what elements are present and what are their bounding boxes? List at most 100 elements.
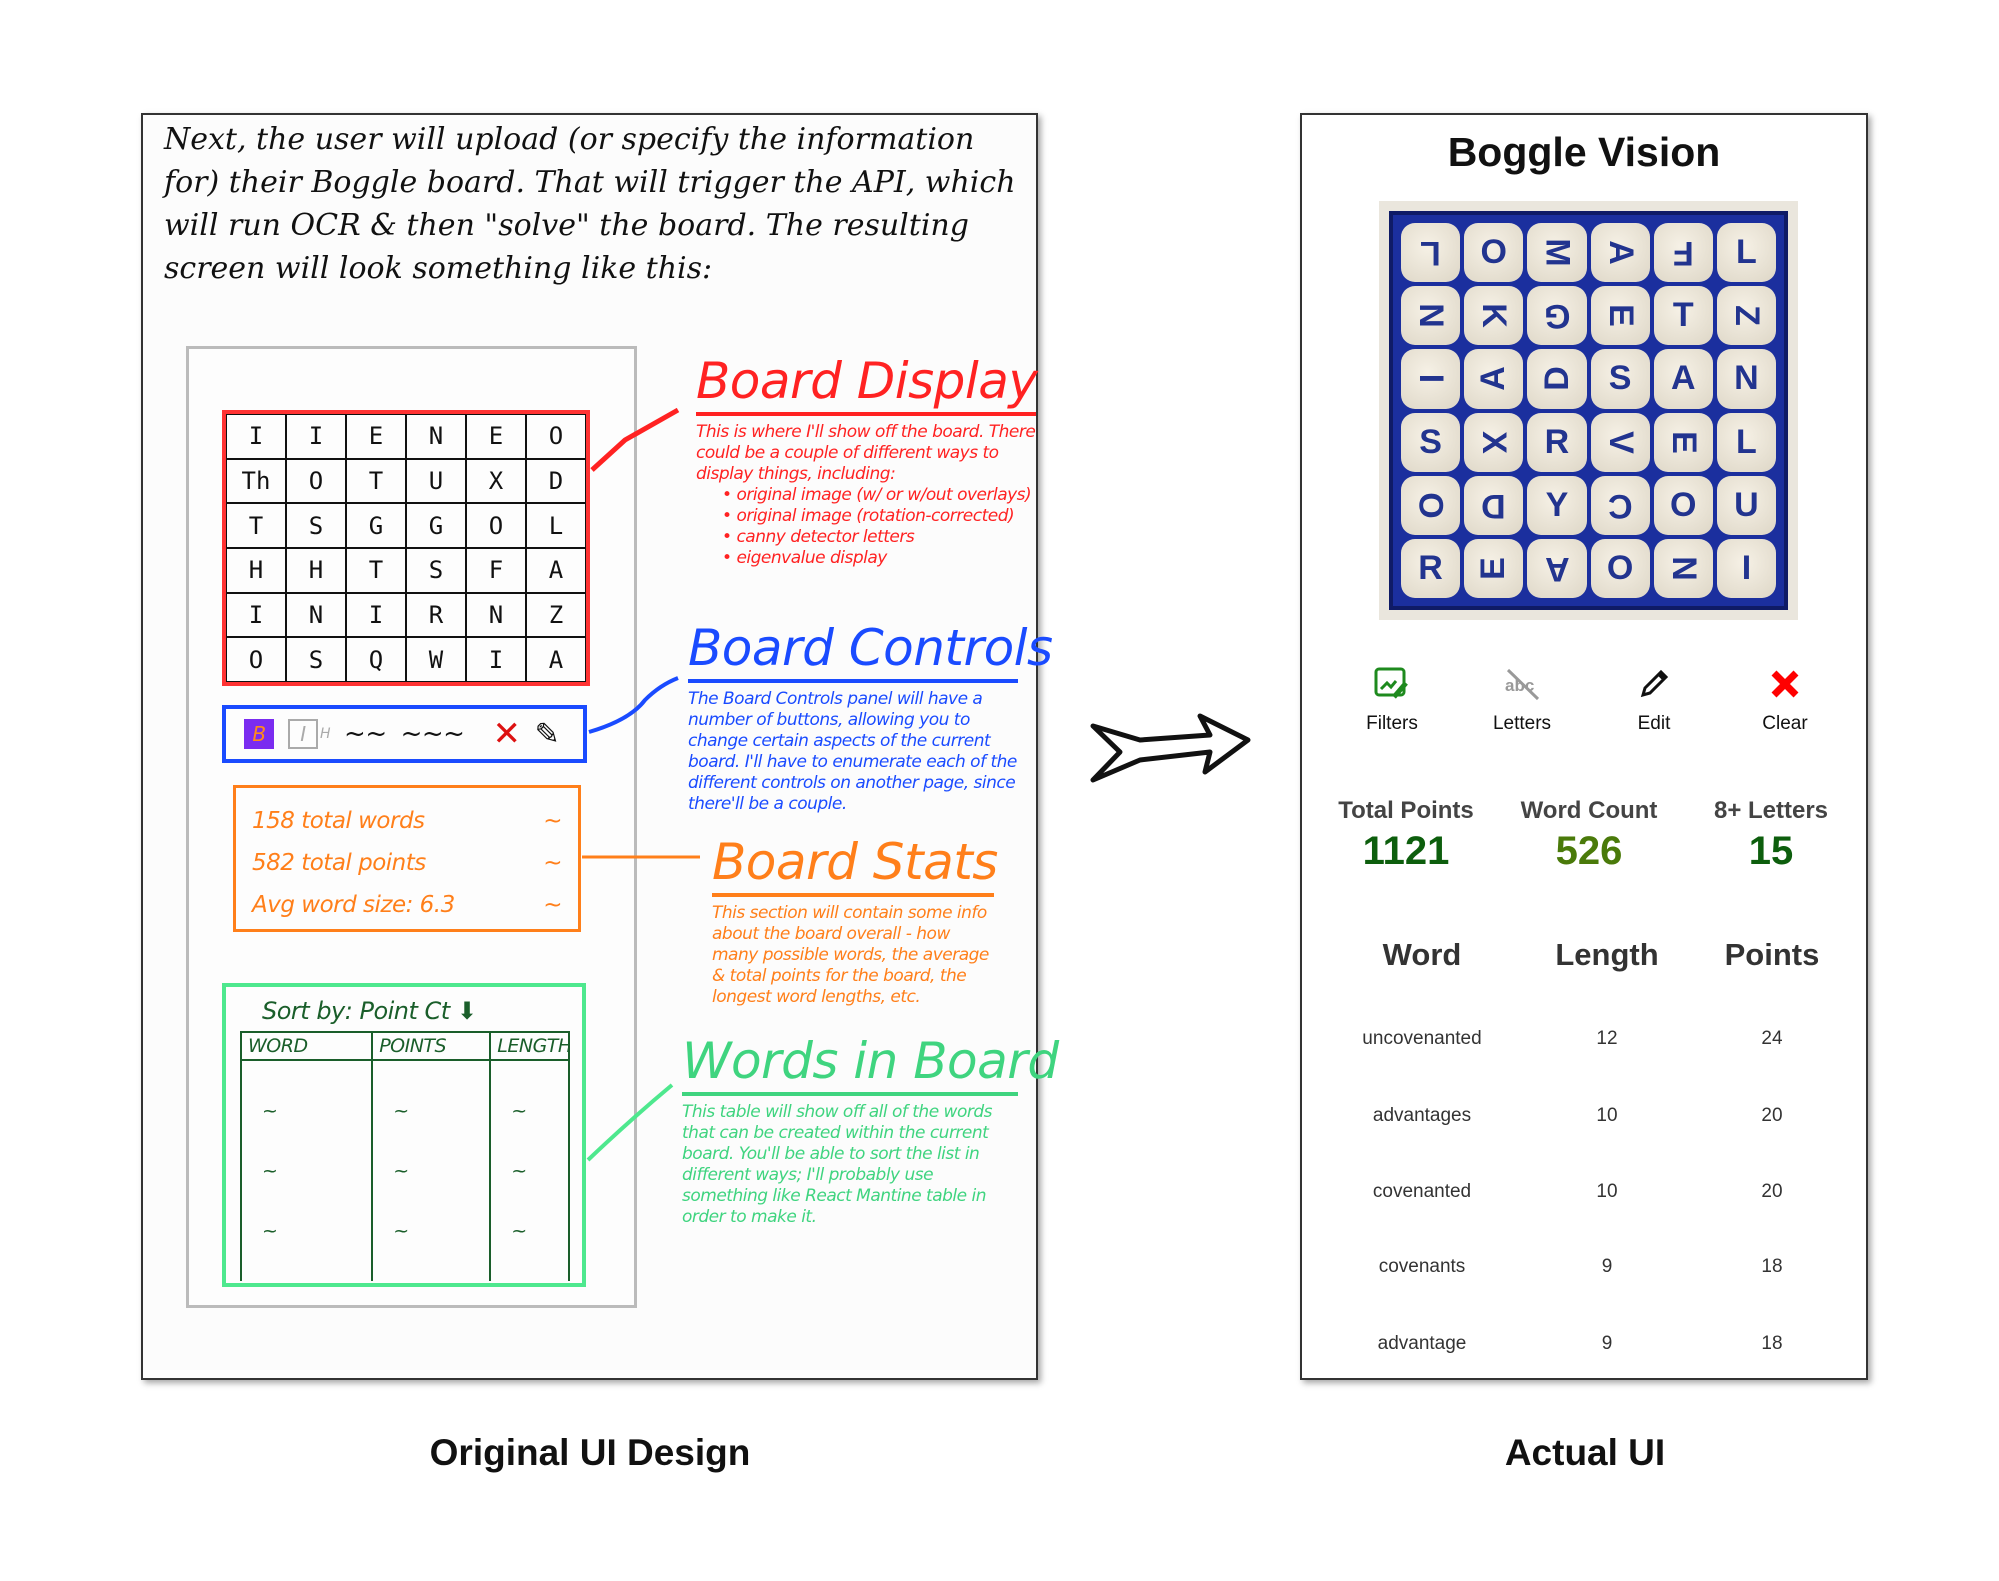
- die-letter: G: [1543, 297, 1571, 336]
- arrow-icon: [1090, 713, 1251, 783]
- die-letter: M: [1538, 238, 1577, 267]
- die-letter: S: [1419, 422, 1442, 461]
- note-text: This table will show off all of the word…: [682, 1102, 993, 1227]
- sketch-squiggle: ~: [543, 892, 562, 918]
- sketch-stat-total-points: 582 total points: [252, 850, 426, 876]
- die-letter: O: [1670, 485, 1697, 524]
- sketch-board-cell: I: [286, 414, 346, 459]
- board-die: R: [1527, 412, 1587, 472]
- column-header-word[interactable]: Word: [1382, 937, 1462, 972]
- board-die: D: [1527, 349, 1587, 409]
- die-letter: O: [1412, 492, 1451, 519]
- sketch-board-stats: 158 total words~ 582 total points ~ Avg w…: [233, 785, 581, 932]
- board-die: E: [1590, 286, 1650, 346]
- caption-actual-ui: Actual UI: [1504, 1432, 1666, 1473]
- board-die: A: [1527, 538, 1587, 598]
- stat-label: Word Count: [1520, 797, 1658, 824]
- board-die: O: [1590, 538, 1650, 598]
- sketch-board-cell: T: [346, 458, 406, 504]
- clear-button[interactable]: Clear: [1730, 663, 1840, 735]
- sketch-cell: ~~~: [489, 1060, 570, 1281]
- die-letter: I: [1741, 548, 1752, 587]
- note-title: Words in Board: [682, 1032, 1059, 1096]
- die-letter: E: [1664, 430, 1703, 454]
- length-cell: 10: [1596, 1181, 1618, 1202]
- stat-value: 1121: [1362, 829, 1450, 873]
- sketch-col-word: WORD: [239, 1031, 374, 1061]
- board-die: R: [1401, 538, 1461, 598]
- board-die: E: [1653, 412, 1713, 472]
- sketch-i-icon: I: [288, 719, 318, 749]
- sketch-pencil-icon: ✎: [534, 716, 560, 752]
- sketch-board-cell: Th: [226, 458, 286, 504]
- sketch-board-cell: Q: [346, 637, 406, 682]
- note-board-display: Board Display This is where I'll show of…: [696, 352, 1038, 569]
- sketch-cell: ~~~: [371, 1060, 492, 1281]
- points-cell: 18: [1761, 1256, 1783, 1277]
- column-header-length[interactable]: Length: [1555, 937, 1659, 972]
- stat-label: 8+ Letters: [1713, 797, 1829, 824]
- sketch-board-controls: B I H ~~ ~~~ ✕ ✎: [222, 705, 587, 763]
- note-bullet: original image (w/ or w/out overlays): [722, 485, 1036, 506]
- stat-8plus-letters: 8+ Letters 15: [1714, 797, 1828, 874]
- die-letter: S: [1608, 359, 1632, 398]
- board-die: O: [1401, 475, 1461, 535]
- die-letter: F: [1672, 234, 1694, 273]
- board-die: X: [1464, 412, 1524, 472]
- sketch-board-cell: T: [226, 503, 286, 548]
- connector-controls: [588, 676, 679, 734]
- points-cell: 24: [1761, 1028, 1783, 1049]
- board-die: F: [1653, 223, 1713, 283]
- word-cell: advantage: [1377, 1333, 1467, 1354]
- note-bullets: original image (w/ or w/out overlays) or…: [696, 485, 1036, 569]
- board-die: I: [1401, 349, 1461, 409]
- column-header-points[interactable]: Points: [1724, 937, 1820, 972]
- board-die: E: [1464, 538, 1524, 598]
- board-die: I: [1716, 538, 1776, 598]
- die-letter: L: [1736, 233, 1757, 272]
- sketch-stat-avg-size: Avg word size: 6.3: [252, 892, 455, 918]
- die-letter: L: [1420, 234, 1441, 273]
- board-die: A: [1653, 349, 1713, 409]
- note-text: This section will contain some info abou…: [712, 903, 989, 1007]
- board-die: Z: [1716, 286, 1776, 346]
- note-text: The Board Controls panel will have a num…: [688, 689, 1017, 814]
- sketch-board-cell: X: [466, 458, 526, 504]
- word-cell: uncovenanted: [1362, 1028, 1482, 1049]
- note-title: Board Controls: [688, 619, 1053, 683]
- die-letter: X: [1475, 430, 1514, 454]
- sketch-board-cell: O: [526, 414, 586, 459]
- letters-button[interactable]: abc Letters: [1467, 663, 1577, 735]
- sketch-col-length: LENGTH: [489, 1031, 570, 1061]
- text-off-icon: abc: [1467, 663, 1577, 705]
- intro-handwritten-text: Next, the user will upload (or specify t…: [164, 122, 1016, 286]
- sketch-stat-row: 158 total words~: [252, 800, 562, 842]
- edit-button[interactable]: Edit: [1599, 663, 1709, 735]
- sketch-i-letter: I: [300, 722, 306, 746]
- board-die: S: [1401, 412, 1461, 472]
- word-cell: covenanted: [1372, 1181, 1472, 1202]
- die-letter: O: [1606, 548, 1634, 587]
- board-die: U: [1716, 475, 1776, 535]
- sketch-board-cell: G: [406, 503, 466, 548]
- word-cell: covenants: [1378, 1256, 1466, 1277]
- sketch-h-superscript: H: [320, 726, 331, 742]
- filters-button[interactable]: Filters: [1337, 663, 1447, 735]
- stat-value: 15: [1748, 829, 1794, 873]
- sketch-squiggle: ~: [543, 850, 562, 876]
- sketch-board-cell: D: [526, 458, 586, 504]
- die-letter: N: [1664, 556, 1703, 581]
- sketch-board-cell: L: [526, 503, 586, 548]
- sketch-board-cell: Z: [526, 592, 586, 638]
- length-cell: 10: [1596, 1105, 1618, 1126]
- length-cell: 12: [1596, 1028, 1618, 1049]
- board-die: O: [1464, 223, 1524, 283]
- sketch-board-cell: N: [286, 592, 346, 638]
